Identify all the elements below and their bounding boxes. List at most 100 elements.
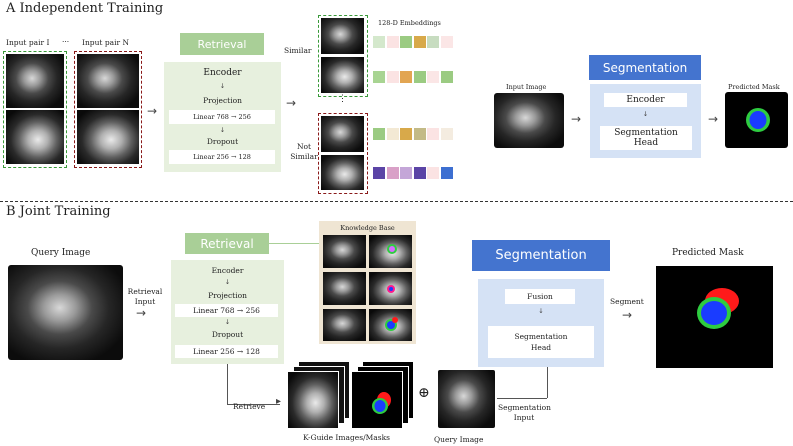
input-pair-1-image-bottom [6, 110, 64, 164]
arrow-icon: → [147, 104, 158, 118]
section-b-title: B Joint Training [6, 204, 111, 219]
embedding-cell [413, 36, 426, 48]
input-image-label: Input Image [506, 83, 547, 91]
seg-head-box-b: Segmentation Head [488, 326, 594, 358]
kb-image [323, 272, 366, 305]
embedding-cell [440, 36, 453, 48]
not-similar-frame [318, 113, 368, 194]
embedding-cell [386, 71, 399, 83]
embedding-cell [386, 167, 399, 179]
not-similar-image-2 [321, 155, 364, 190]
input-pair-n-frame [74, 51, 142, 168]
mask-shape-icon [746, 108, 770, 132]
kb-image [369, 272, 412, 305]
fusion-box: Fusion [505, 289, 575, 304]
predicted-mask-a [725, 92, 788, 148]
embedding-cell [373, 71, 385, 83]
arrow-icon: → [708, 112, 719, 126]
embedding-row [373, 127, 457, 141]
segment-label: Segment [610, 297, 644, 306]
predicted-mask-label-a: Predicted Mask [728, 83, 780, 91]
linear2-box-a: Linear 256 → 128 [169, 150, 275, 164]
arrow-icon: → [622, 308, 633, 322]
input-pair-1-label: Input pair I [6, 38, 50, 47]
embedding-row [373, 166, 457, 180]
kb-mask-overlay-icon [387, 285, 395, 293]
embedding-cell [400, 128, 412, 140]
not-similar-image-1 [321, 116, 364, 152]
k-guide-image [287, 371, 339, 429]
seg-encoder-box-a: Encoder [604, 93, 687, 107]
linear1-box-b: Linear 768 → 256 [175, 304, 278, 317]
k-guide-label: K-Guide Images/Masks [303, 433, 390, 442]
dropout-label-b: Dropout [211, 330, 244, 339]
retrieval-header-b: Retrieval [185, 233, 269, 254]
section-a-title: A Independent Training [6, 1, 164, 16]
input-pair-n-image-bottom [77, 110, 139, 164]
retrieve-line-vertical [227, 364, 228, 404]
embedding-cell [400, 167, 412, 179]
mask-shape-icon [697, 288, 739, 329]
down-arrow-icon: ↓ [224, 318, 231, 326]
embedding-row [373, 35, 457, 49]
input-pair-n-image-top [77, 54, 139, 108]
predicted-mask-b [656, 266, 773, 368]
embedding-cell [427, 36, 439, 48]
down-arrow-icon: ↓ [224, 278, 231, 286]
query-image-small-label: Query Image [434, 435, 484, 444]
encoder-label-b: Encoder [211, 266, 244, 275]
arrow-icon: ▸ [276, 396, 282, 407]
arrow-icon: → [571, 112, 582, 126]
kb-image [369, 309, 412, 341]
vertical-ellipsis: ⋮ [338, 94, 347, 104]
predicted-mask-label-b: Predicted Mask [672, 248, 744, 258]
mask-shape-icon [372, 392, 391, 414]
seg-input-line-horizontal [497, 398, 547, 399]
section-separator [0, 201, 793, 202]
embedding-cell [427, 71, 439, 83]
projection-label-b: Projection [208, 291, 247, 300]
down-arrow-icon: ↓ [219, 82, 226, 90]
similar-label: Similar [284, 46, 312, 55]
linear2-box-b: Linear 256 → 128 [175, 345, 278, 358]
dropout-label-a: Dropout [206, 137, 239, 146]
retrieve-line-horizontal [227, 404, 280, 405]
retrieve-label: Retrieve [233, 402, 266, 411]
embedding-cell [373, 167, 385, 179]
embedding-cell [413, 167, 426, 179]
embedding-cell [413, 71, 426, 83]
concat-icon: ⊕ [418, 385, 430, 401]
embedding-cell [413, 128, 426, 140]
retrieval-input-label: Retrieval Input [127, 287, 163, 306]
segmentation-header-b: Segmentation [472, 240, 610, 271]
segmentation-header-a: Segmentation [589, 55, 701, 80]
embedding-row [373, 70, 457, 84]
seg-head-box-a: Segmentation Head [600, 126, 692, 150]
retrieval-header-a: Retrieval [180, 33, 264, 55]
down-arrow-icon: ↓ [538, 307, 544, 315]
arrow-icon: → [286, 96, 297, 110]
input-pair-1-image-top [6, 54, 64, 108]
projection-label-a: Projection [203, 96, 242, 105]
kb-mask-overlay-icon [385, 317, 398, 331]
embedding-cell [386, 36, 399, 48]
input-image [494, 93, 564, 148]
embedding-cell [427, 128, 439, 140]
down-arrow-icon: ↓ [219, 126, 226, 134]
similar-image-2 [321, 57, 364, 93]
embedding-cell [400, 71, 412, 83]
query-image-small [438, 370, 495, 428]
encoder-label-a: Encoder [203, 68, 242, 78]
embedding-cell [400, 36, 412, 48]
query-image [8, 265, 123, 360]
connector-line [269, 243, 319, 244]
embedding-cell [386, 128, 399, 140]
similar-image-1 [321, 18, 364, 54]
down-arrow-icon: ↓ [642, 110, 649, 118]
linear1-box-a: Linear 768 → 256 [169, 110, 275, 124]
embedding-cell [440, 128, 453, 140]
segmentation-input-label: Segmentation Input [498, 403, 552, 422]
ellipsis-label: ··· [62, 37, 70, 46]
embedding-cell [427, 167, 439, 179]
embedding-cell [373, 128, 385, 140]
